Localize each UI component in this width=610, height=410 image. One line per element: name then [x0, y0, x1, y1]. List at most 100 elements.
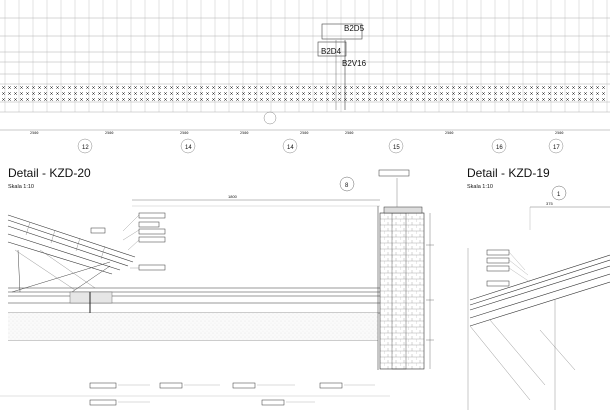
plan-label-b2d5: B2D5: [344, 24, 365, 33]
bracing-marker: [133, 97, 138, 102]
bracing-marker: [235, 85, 240, 90]
bracing-marker: [25, 85, 30, 90]
plan-dimension-text: 2500: [105, 131, 113, 135]
bracing-marker: [517, 91, 522, 96]
plan-dimension-text: 2500: [345, 131, 353, 135]
bracing-marker: [67, 85, 72, 90]
bracing-marker: [355, 85, 360, 90]
bracing-marker: [487, 91, 492, 96]
bracing-marker: [355, 97, 360, 102]
bracing-marker: [535, 97, 540, 102]
bracing-marker: [145, 97, 150, 102]
bracing-marker: [79, 91, 84, 96]
bracing-marker: [457, 97, 462, 102]
bracing-marker: [337, 97, 342, 102]
bracing-marker: [157, 97, 162, 102]
bracing-marker: [367, 97, 372, 102]
bracing-marker: [103, 97, 108, 102]
bracing-marker: [49, 91, 54, 96]
bracing-marker: [463, 85, 468, 90]
bracing-marker: [349, 91, 354, 96]
bracing-marker: [271, 97, 276, 102]
bracing-marker: [421, 97, 426, 102]
bracing-marker: [115, 85, 120, 90]
bracing-marker: [1, 97, 6, 102]
bracing-marker: [481, 85, 486, 90]
bracing-marker: [169, 97, 174, 102]
bracing-marker: [211, 97, 216, 102]
bracing-marker: [421, 91, 426, 96]
bracing-marker: [139, 97, 144, 102]
grid-bubble: 17: [548, 138, 564, 154]
bracing-marker: [91, 85, 96, 90]
bracing-marker: [61, 91, 66, 96]
bracing-marker: [589, 91, 594, 96]
dim-top-kzd-19: 375: [546, 201, 553, 206]
bracing-marker: [349, 97, 354, 102]
bracing-marker: [343, 97, 348, 102]
bracing-marker: [331, 85, 336, 90]
bracing-marker: [205, 85, 210, 90]
bracing-marker: [361, 91, 366, 96]
plan-column-lines: [4, 0, 608, 112]
bracing-marker: [577, 85, 582, 90]
bracing-marker: [31, 85, 36, 90]
bracing-marker: [283, 91, 288, 96]
bracing-marker: [229, 85, 234, 90]
grid-bubble: 15: [388, 138, 404, 154]
bracing-marker: [319, 97, 324, 102]
bracing-marker: [19, 85, 24, 90]
bracing-marker: [13, 91, 18, 96]
bracing-marker: [385, 97, 390, 102]
bracing-marker: [481, 97, 486, 102]
bracing-marker: [601, 91, 606, 96]
bracing-marker: [163, 97, 168, 102]
bracing-marker: [67, 97, 72, 102]
bracing-marker: [343, 91, 348, 96]
bracing-marker: [451, 85, 456, 90]
bracing-marker: [403, 97, 408, 102]
bracing-marker: [223, 91, 228, 96]
bracing-marker: [553, 97, 558, 102]
bracing-marker: [229, 97, 234, 102]
grid-bubble: 16: [491, 138, 507, 154]
bracing-marker: [415, 85, 420, 90]
bracing-marker: [289, 85, 294, 90]
bracing-marker: [211, 91, 216, 96]
bracing-marker: [565, 97, 570, 102]
bracing-marker: [199, 91, 204, 96]
bracing-marker: [19, 97, 24, 102]
bracing-marker: [151, 91, 156, 96]
bracing-marker-band: [1, 85, 606, 102]
bracing-marker: [337, 91, 342, 96]
bracing-marker: [511, 97, 516, 102]
bracing-marker: [409, 85, 414, 90]
bracing-marker: [595, 91, 600, 96]
bracing-marker: [325, 97, 330, 102]
bracing-marker: [217, 85, 222, 90]
bracing-marker: [139, 85, 144, 90]
bracing-marker: [307, 97, 312, 102]
bracing-marker: [169, 91, 174, 96]
bracing-marker: [1, 91, 6, 96]
bracing-marker: [247, 97, 252, 102]
bracing-marker: [301, 97, 306, 102]
bracing-marker: [517, 97, 522, 102]
bracing-marker: [349, 85, 354, 90]
bracing-marker: [385, 91, 390, 96]
bracing-marker: [571, 97, 576, 102]
svg-text:14: 14: [185, 145, 192, 151]
bracing-marker: [499, 91, 504, 96]
bracing-marker: [553, 91, 558, 96]
bracing-marker: [505, 97, 510, 102]
bracing-marker: [229, 91, 234, 96]
bracing-marker: [97, 97, 102, 102]
bracing-marker: [277, 85, 282, 90]
bracing-marker: [199, 85, 204, 90]
detail-kzd-19: Detail - KZD-19 Skala 1:10 1 375: [467, 166, 610, 410]
bracing-marker: [85, 97, 90, 102]
bracing-marker: [25, 97, 30, 102]
detail-scale-kzd-20: Skala 1:10: [8, 184, 34, 190]
bracing-marker: [475, 97, 480, 102]
